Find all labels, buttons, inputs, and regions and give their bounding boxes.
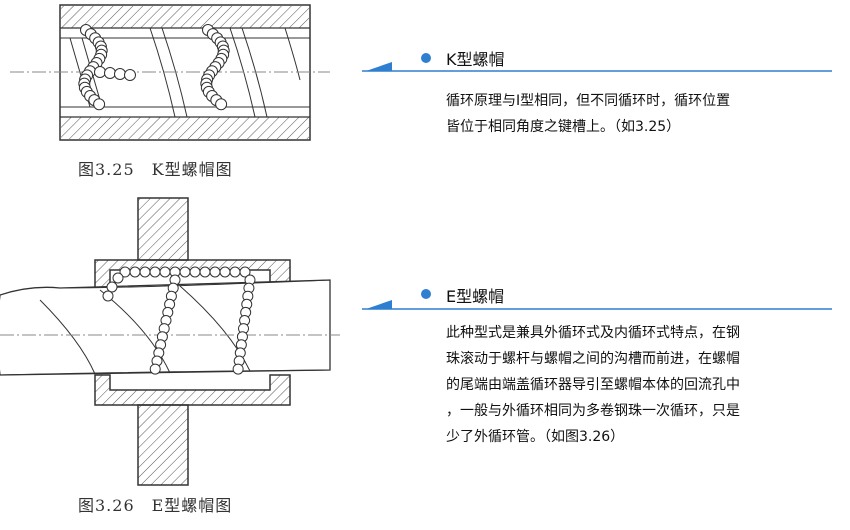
steel-ball [229, 266, 241, 278]
text-line: 少了外循环管。（如图3.26） [446, 429, 625, 445]
k-bullet-icon [421, 53, 431, 63]
steel-ball [149, 266, 161, 278]
steel-ball [124, 69, 136, 81]
steel-ball [93, 98, 106, 111]
k-figure-caption: 图3.25 K型螺帽图 [78, 160, 233, 179]
e-nut-figure [0, 197, 340, 486]
text-line: 循环原理与I型相同，但不同循环时，循环位置 [446, 93, 731, 109]
steel-ball [94, 66, 106, 78]
e-figure-caption: 图3.26 E型螺帽图 [78, 496, 233, 515]
k-nut-figure [10, 4, 330, 141]
steel-ball [219, 266, 231, 278]
steel-ball [189, 266, 201, 278]
steel-ball [215, 98, 228, 111]
steel-ball [129, 266, 141, 278]
e-pointer-line [362, 300, 832, 310]
text-line: 的尾端由端盖循环器导引至螺帽本体的回流孔中 [446, 377, 740, 393]
k-section-text: 循环原理与I型相同，但不同循环时，循环位置 皆位于相同角度之键槽上。（如3.25… [446, 88, 730, 140]
steel-ball [159, 266, 171, 278]
k-section-title: K型螺帽 [446, 50, 505, 69]
steel-ball [232, 363, 244, 375]
text-line: 皆位于相同角度之键槽上。（如3.25） [446, 119, 681, 135]
steel-ball [139, 266, 151, 278]
e-section-text: 此种型式是兼具外循环式及内循环式特点，在钢 珠滚动于螺杆与螺帽之间的沟槽而前进，… [446, 320, 740, 450]
steel-ball [239, 266, 251, 278]
e-bullet-icon [421, 289, 431, 299]
text-line: 此种型式是兼具外循环式及内循环式特点，在钢 [446, 325, 740, 341]
steel-ball [179, 266, 191, 278]
steel-ball [106, 281, 118, 293]
steel-ball [149, 363, 161, 375]
steel-ball [209, 266, 221, 278]
k-pointer-line [362, 62, 832, 72]
e-section-title: E型螺帽 [446, 287, 505, 306]
steel-ball [112, 272, 124, 284]
steel-ball [104, 67, 116, 79]
steel-ball [102, 290, 114, 302]
steel-ball [114, 68, 126, 80]
steel-ball [199, 266, 211, 278]
text-line: ，一般与外循环相同为多卷钢珠一次循环，只是 [446, 403, 740, 419]
text-line: 珠滚动于螺杆与螺帽之间的沟槽而前进，在螺帽 [446, 351, 740, 367]
